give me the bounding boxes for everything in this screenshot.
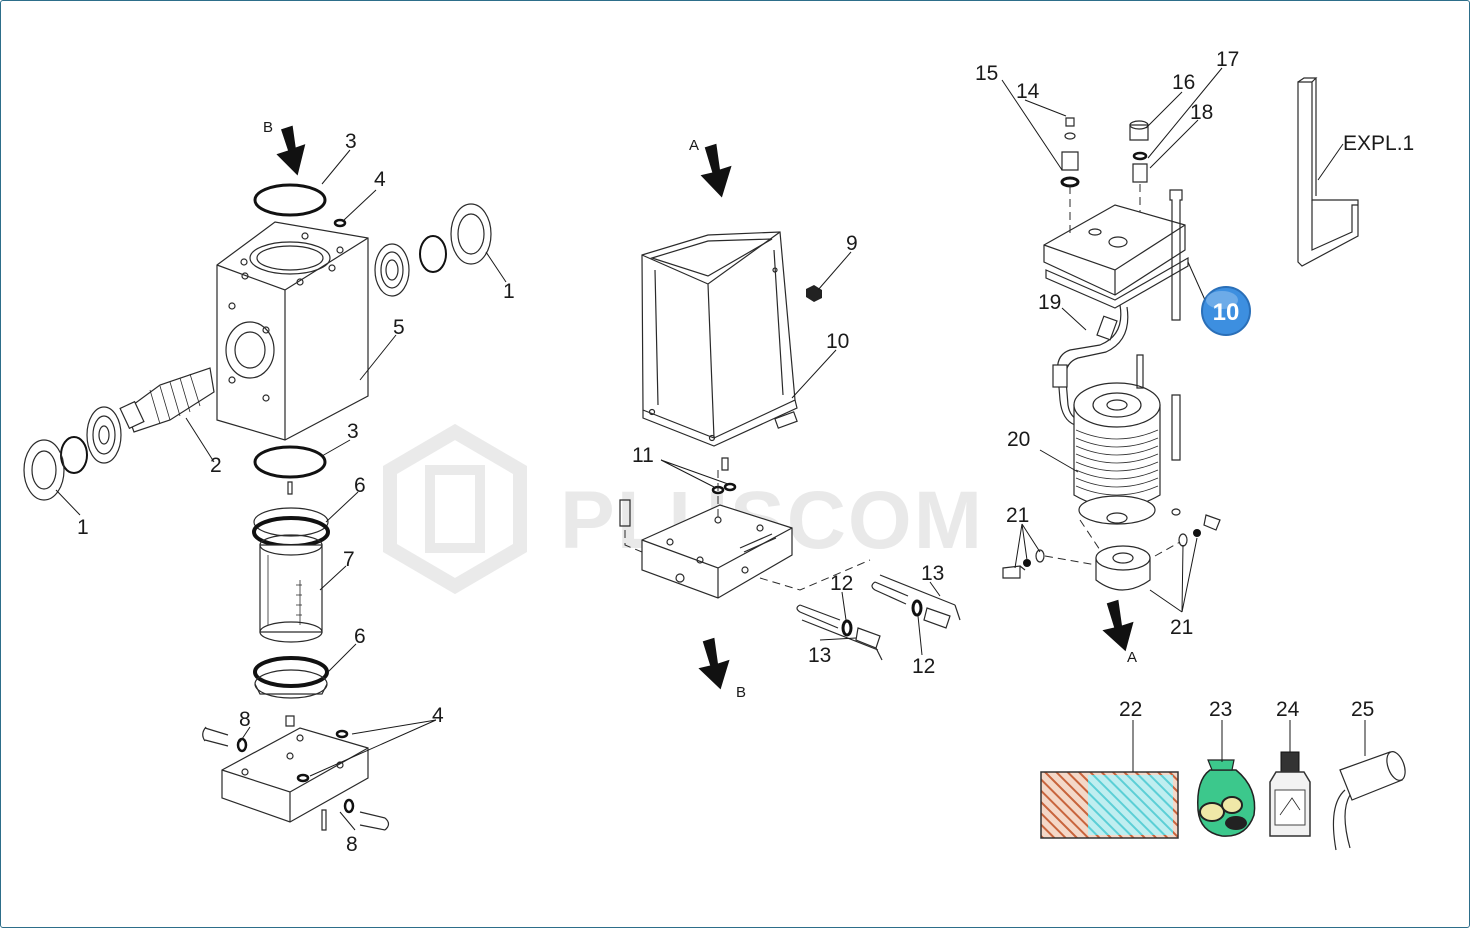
- arrow-b-bottom-icon: [698, 637, 730, 690]
- fitting-8-left: [236, 737, 248, 753]
- fitting-13-left: [855, 627, 881, 649]
- callout-21: 21: [1006, 504, 1029, 527]
- seal-4-bottom: [335, 729, 349, 739]
- callout-10: 10: [826, 330, 849, 353]
- callout-12: 12: [912, 655, 935, 678]
- seal-4-top: [333, 218, 347, 228]
- callout-12: 12: [830, 572, 853, 595]
- arrow-b-bottom-label: B: [736, 684, 746, 701]
- callout-22: 22: [1119, 698, 1142, 721]
- callout-3: 3: [345, 130, 357, 153]
- callout-4: 4: [432, 704, 444, 727]
- bearing-right: [374, 243, 410, 297]
- arrow-a-top-icon: [700, 143, 732, 198]
- arrow-b-top-icon: [276, 125, 306, 176]
- callout-1: 1: [77, 516, 89, 539]
- screw-15: [1061, 151, 1079, 171]
- pump-block-5: [216, 221, 369, 441]
- expl-1-label: EXPL.1: [1343, 132, 1414, 155]
- o-ring-3-top: [253, 183, 327, 217]
- callout-2: 2: [210, 454, 222, 477]
- callout-15: 15: [975, 62, 998, 85]
- o-ring-12-right: [911, 599, 923, 617]
- callout-5: 5: [393, 316, 405, 339]
- callout-8: 8: [346, 833, 358, 856]
- capacitor-25: [1332, 751, 1406, 851]
- callout-9: 9: [846, 232, 858, 255]
- badge-number: 10: [1213, 299, 1240, 326]
- spare-bag-23: [1197, 759, 1256, 837]
- callout-6: 6: [354, 625, 366, 648]
- plug-16: [1129, 124, 1149, 141]
- kit-items: [1040, 751, 1406, 851]
- top-plate-10: [1043, 204, 1186, 296]
- callout-1: 1: [503, 280, 515, 303]
- callout-20: 20: [1007, 428, 1030, 451]
- callout-numbers: 3 4 1 1 2 5 3 6 7 6 8 4 8 9 10 11 12 13 …: [77, 48, 1374, 856]
- callout-leaders: [55, 67, 1366, 831]
- callout-4: 4: [374, 168, 386, 191]
- long-bolt: [1169, 189, 1183, 321]
- washer-1-left: [23, 439, 65, 501]
- arrow-b-top-label: B: [263, 119, 273, 136]
- left-assembly: B: [23, 119, 492, 831]
- base-plate: [221, 727, 369, 823]
- manifold-block: [641, 504, 793, 599]
- expl-1-tool: [1297, 81, 1359, 267]
- arrow-a-bottom-label: A: [1127, 649, 1137, 666]
- callout-24: 24: [1276, 698, 1300, 721]
- callout-13: 13: [808, 644, 831, 667]
- callout-11: 11: [632, 444, 654, 467]
- callout-18: 18: [1190, 101, 1213, 124]
- fitting-13-right: [923, 607, 951, 629]
- callout-23: 23: [1209, 698, 1232, 721]
- callout-21: 21: [1170, 616, 1193, 639]
- callout-17: 17: [1216, 48, 1239, 71]
- bearing-left: [86, 406, 122, 464]
- callout-25: 25: [1351, 698, 1374, 721]
- callout-7: 7: [343, 548, 355, 571]
- right-assembly: A EXPL.1: [1002, 77, 1414, 666]
- shaft-2: [125, 367, 215, 433]
- callout-14: 14: [1016, 80, 1040, 103]
- callout-3: 3: [347, 420, 359, 443]
- o-ring-3-bottom: [253, 445, 327, 479]
- highlight-badge-10[interactable]: 10: [1201, 286, 1251, 336]
- arrow-a-top-label: A: [689, 137, 699, 154]
- callout-19: 19: [1038, 291, 1061, 314]
- callout-8: 8: [239, 708, 251, 731]
- callout-13: 13: [921, 562, 944, 585]
- sight-glass-7: [259, 544, 323, 633]
- o-ring-12-left: [841, 619, 853, 637]
- cover-6-top: [253, 507, 329, 537]
- arrow-a-bottom-icon: [1102, 599, 1134, 652]
- reservoir-box-10: [641, 231, 796, 439]
- callout-16: 16: [1172, 71, 1195, 94]
- fitting-8-right: [343, 798, 355, 814]
- oil-bottle-24: [1269, 751, 1311, 837]
- washer-1-right: [450, 203, 492, 265]
- callout-6: 6: [354, 474, 366, 497]
- badge-circle: [1201, 286, 1251, 336]
- cable-19: [1056, 304, 1122, 426]
- cover-6-bottom: [253, 656, 329, 688]
- middle-assembly: A B: [619, 137, 961, 701]
